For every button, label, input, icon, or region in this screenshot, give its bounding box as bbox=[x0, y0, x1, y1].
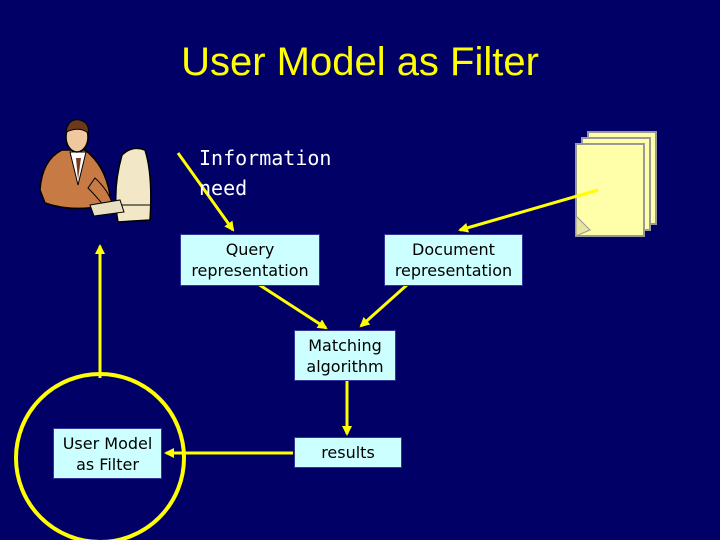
arrow-query-to-matching bbox=[257, 282, 328, 330]
results-box: results bbox=[294, 437, 402, 468]
person-at-computer-icon bbox=[39, 119, 152, 223]
documents-stack-icon bbox=[575, 131, 657, 237]
user-model-filter-box: User Model as Filter bbox=[53, 428, 162, 479]
arrow-need-to-query bbox=[176, 152, 235, 232]
arrow-document-to-matching bbox=[359, 282, 409, 328]
document-representation-box: Document representation bbox=[384, 234, 523, 286]
matching-algorithm-box: Matching algorithm bbox=[294, 330, 396, 381]
slide-title: User Model as Filter bbox=[181, 40, 539, 84]
query-representation-box: Query representation bbox=[180, 234, 320, 286]
arrow-document-to-representation bbox=[458, 188, 599, 233]
information-need-label: Information need bbox=[199, 146, 332, 200]
